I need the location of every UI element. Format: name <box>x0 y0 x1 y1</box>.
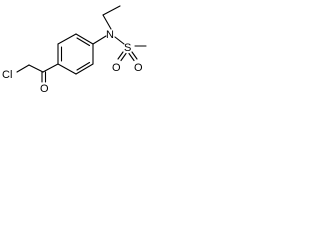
bond-ch2-ch3 <box>102 5 121 16</box>
atom-nitrogen-label: N <box>106 29 114 41</box>
atom-sulfur-label: S <box>124 42 131 54</box>
structure-drawing: Cl O N S O O <box>2 5 147 95</box>
bond-carbonyl-ring <box>42 63 59 73</box>
ring-bond-3 <box>75 33 94 45</box>
bond-s-o-left-b <box>120 52 127 62</box>
ring-double-3 <box>76 61 91 71</box>
bond-n-ch2 <box>102 14 112 30</box>
atom-oxygen-ketone-label: O <box>40 83 49 95</box>
atom-chlorine-label: Cl <box>2 69 12 81</box>
bond-ring-n <box>92 35 107 45</box>
ring-bond-2 <box>57 33 77 45</box>
atom-oxygen-sulfonyl-right-label: O <box>134 62 143 74</box>
atom-oxygen-sulfonyl-left-label: O <box>112 62 121 74</box>
ring-bond-6 <box>57 63 77 75</box>
bond-n-s <box>114 36 125 45</box>
bond-s-o-left-a <box>117 51 124 60</box>
ring-bond-5 <box>75 63 94 75</box>
ring-double-2 <box>76 37 91 47</box>
bond-s-o-right-b <box>128 52 135 62</box>
bond-s-o-right-a <box>131 51 138 60</box>
bond-cl-ch2 <box>16 64 30 73</box>
bond-ch2-carbonyl <box>28 64 44 73</box>
